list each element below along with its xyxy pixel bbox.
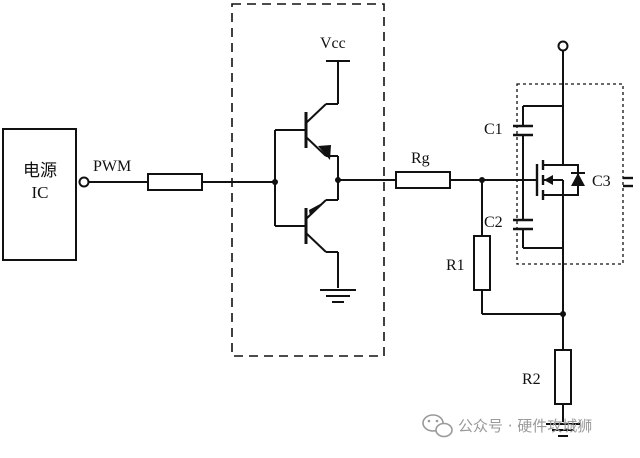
mosfet-capacitance-box bbox=[516, 83, 624, 265]
junction-dot-gate bbox=[479, 177, 485, 183]
mosfet-body-arrow bbox=[544, 175, 553, 185]
watermark-text: 公众号 · 硬件攻城狮 bbox=[458, 417, 592, 435]
pnp-collector bbox=[305, 232, 327, 253]
junction-dot-midpoint bbox=[335, 177, 341, 183]
c3-label: C3 bbox=[592, 173, 611, 190]
npn-emitter-arrow bbox=[318, 145, 331, 160]
junction-dot-base bbox=[272, 179, 278, 185]
r1-label: R1 bbox=[446, 257, 465, 274]
drain-terminal bbox=[557, 40, 569, 52]
pnp-emitter-arrow bbox=[309, 203, 322, 216]
junction-dot-source bbox=[560, 311, 566, 317]
r2-resistor bbox=[554, 349, 572, 405]
vcc-label: Vcc bbox=[320, 35, 346, 52]
body-diode-triangle bbox=[571, 173, 585, 186]
r2-label: R2 bbox=[522, 371, 541, 388]
wechat-icon bbox=[422, 414, 453, 438]
input-resistor bbox=[147, 173, 203, 191]
power-ic-box bbox=[2, 128, 77, 261]
ic-label-line1: 电源 bbox=[23, 161, 57, 181]
r1-resistor bbox=[473, 235, 491, 291]
c2-label: C2 bbox=[484, 214, 503, 231]
npn-collector bbox=[305, 103, 327, 124]
c1-label: C1 bbox=[484, 121, 503, 138]
rg-label: Rg bbox=[411, 150, 430, 167]
pwm-label: PWM bbox=[93, 158, 131, 175]
driver-dashed-box bbox=[231, 3, 385, 357]
npn-emitter bbox=[305, 136, 327, 157]
ic-label-line2: IC bbox=[32, 183, 49, 202]
rg-resistor bbox=[395, 171, 451, 189]
pwm-pin-terminal bbox=[78, 176, 90, 188]
